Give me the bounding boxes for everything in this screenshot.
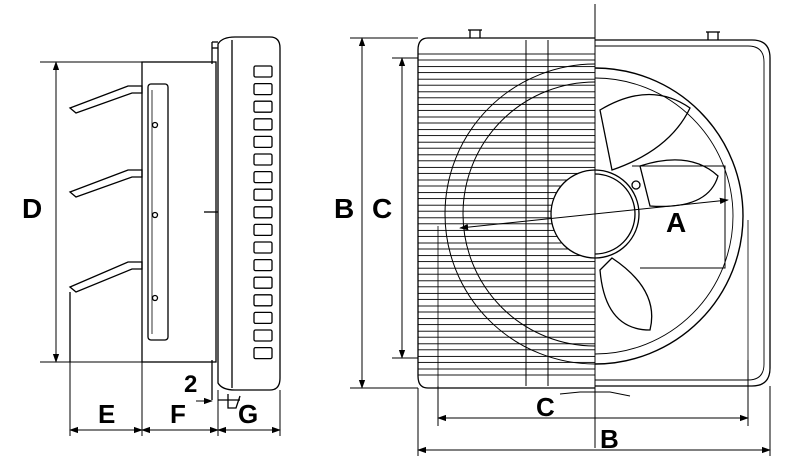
- shutter-louvers: [68, 85, 143, 362]
- grille-bar: [417, 166, 595, 174]
- screw-icon: [151, 211, 159, 219]
- grille-bar: [417, 129, 595, 137]
- grille-slot: [253, 170, 273, 184]
- dimension-d: [40, 61, 142, 363]
- grille-bar: [417, 267, 595, 275]
- label-two: 2: [184, 371, 197, 398]
- grille-slot: [253, 65, 273, 78]
- grille-bar: [417, 330, 595, 338]
- fan-internals: [594, 31, 771, 387]
- grille-bar: [417, 255, 595, 263]
- grille-bar: [417, 229, 595, 237]
- grille-bars: [417, 53, 595, 376]
- label-c-left: C: [372, 193, 392, 224]
- label-d: D: [22, 193, 42, 224]
- dimension-a: [459, 197, 729, 231]
- grille-bar: [417, 103, 595, 111]
- label-g: G: [238, 399, 258, 429]
- grille-bar: [417, 53, 595, 61]
- grille-slot: [253, 258, 273, 272]
- grille-slot: [253, 82, 273, 96]
- grille-bar: [417, 368, 595, 376]
- fan-blade: [639, 159, 719, 208]
- mounting-body: [141, 61, 217, 363]
- grille-bar: [417, 305, 595, 313]
- screw-icon: [151, 294, 159, 302]
- grille-bar: [417, 280, 595, 288]
- grille-bar: [417, 78, 595, 86]
- grille-bar: [417, 141, 595, 149]
- grille-slot: [253, 223, 273, 237]
- grille-slot: [253, 135, 273, 149]
- grille-slot: [253, 311, 273, 325]
- dimension-b-width: [417, 386, 771, 456]
- side-view: [40, 36, 281, 436]
- label-b-bottom: B: [600, 424, 619, 454]
- screw-icon: [151, 121, 159, 129]
- grille-bar: [417, 154, 595, 162]
- grille-bar: [417, 318, 595, 326]
- grille-bar: [417, 355, 595, 363]
- grille-bar: [417, 242, 595, 250]
- grille-bar: [417, 66, 595, 74]
- grille-slot: [253, 276, 273, 289]
- grille-bar: [417, 91, 595, 99]
- label-b-left: B: [334, 193, 354, 224]
- grille-slot: [253, 100, 273, 113]
- grille-slot: [253, 118, 273, 131]
- label-e: E: [98, 399, 115, 429]
- label-c-bottom: C: [536, 392, 555, 422]
- dimension-c-height: [392, 57, 418, 359]
- dimension-labels: D E F G 2 B C A C B: [22, 193, 686, 454]
- grille-slot: [253, 153, 273, 166]
- dimension-efg: [69, 362, 281, 436]
- grille-bar: [417, 179, 595, 187]
- grille-slot: [253, 188, 273, 201]
- label-a: A: [666, 207, 686, 238]
- dimension-c-width: [437, 360, 749, 426]
- fan-blade: [599, 257, 653, 331]
- grille-slot: [253, 241, 273, 254]
- label-f: F: [170, 399, 186, 429]
- front-view: [350, 4, 771, 456]
- front-grille: [417, 29, 595, 389]
- dimension-b-height: [350, 37, 418, 389]
- grille-slot: [253, 206, 273, 219]
- grille-bar: [417, 116, 595, 124]
- grille-slot: [253, 346, 273, 360]
- grille-bar: [417, 292, 595, 300]
- grille-bar: [417, 343, 595, 351]
- grille-slot: [253, 294, 273, 307]
- grille-slot: [253, 329, 273, 342]
- grille-side-profile: [204, 36, 281, 409]
- grille-slots: [253, 65, 273, 360]
- fan-blade: [599, 93, 691, 171]
